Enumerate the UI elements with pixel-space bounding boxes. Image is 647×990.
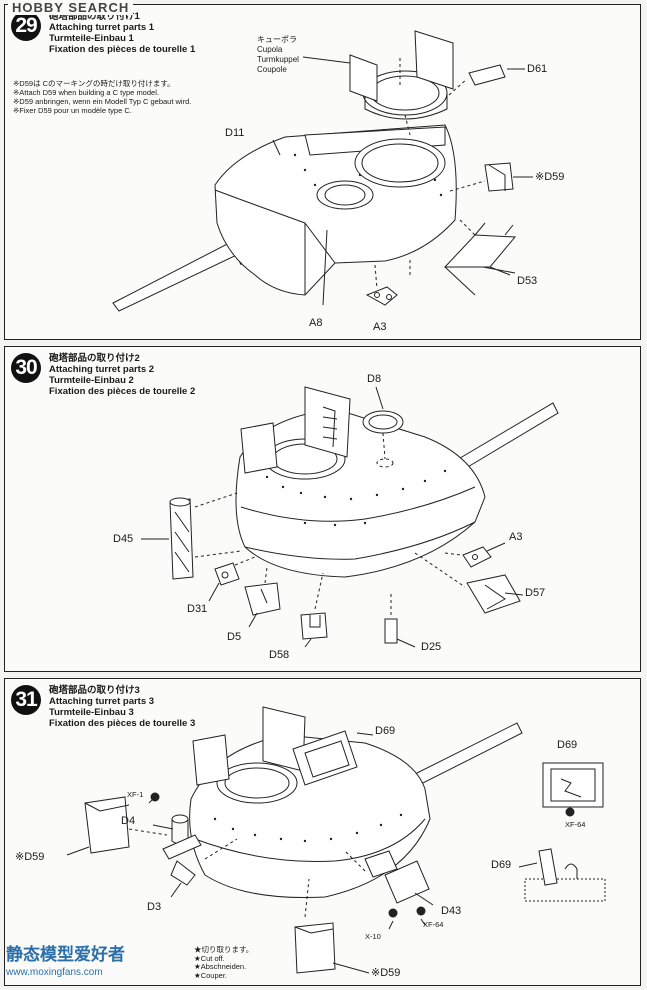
step-29-diagram	[5, 5, 642, 341]
part-label-d31: D31	[187, 603, 208, 615]
part-label-d69-detail: D69	[557, 739, 578, 751]
step-29-title-de: Turmteile-Einbau 1	[49, 33, 134, 44]
step-30-titles: 砲塔部品の取り付け2 Attaching turret parts 2 Turm…	[49, 353, 195, 397]
cupola-label-jp: キューポラ	[257, 35, 297, 44]
step-30-title-en: Attaching turret parts 2	[49, 364, 155, 375]
hobby-search-logo: HOBBY SEARCH	[8, 0, 134, 15]
step-31-title-en: Attaching turret parts 3	[49, 696, 155, 707]
cupola-label-en: Cupola	[257, 45, 283, 54]
step-29-titles: 砲塔部品の取り付け1 Attaching turret parts 1 Turm…	[49, 11, 195, 55]
part-label-d4: D4	[121, 815, 136, 827]
paint-label-xf1: XF-1	[127, 790, 144, 799]
part-label-d61: D61	[527, 63, 548, 75]
cut-note-fr: ★Couper.	[194, 970, 227, 980]
cupola-label-de: Turmkuppel	[257, 55, 299, 64]
note-line-jp: ※D59は Cのマーキングの時だけ取り付けます。	[13, 79, 175, 88]
step-29-title-jp: 砲塔部品の取り付け1	[49, 11, 140, 22]
note-line-de: ※D59 anbringen, wenn ein Modell Typ C ge…	[13, 97, 192, 106]
step-29-note: ※D59は Cのマーキングの時だけ取り付けます。 ※Attach D59 whe…	[13, 79, 191, 115]
step-31-title-jp: 砲塔部品の取り付け3	[49, 685, 140, 696]
step-31-title-fr: Fixation des pièces de tourelle 3	[49, 718, 196, 729]
step-number-31: 31	[11, 685, 41, 715]
part-label-d57: D57	[525, 587, 546, 599]
part-label-d59-bottom: ※D59	[371, 967, 401, 979]
step-30-diagram	[5, 347, 642, 673]
step-30-title-jp: 砲塔部品の取り付け2	[49, 353, 140, 364]
paint-label-xf64-detail: XF-64	[565, 820, 586, 829]
cut-note-de: ★Abschneiden.	[194, 962, 247, 971]
part-label-d59: ※D59	[535, 171, 565, 183]
step-29-panel: 29 砲塔部品の取り付け1 Attaching turret parts 1 T…	[4, 4, 641, 340]
note-line-en: ※Attach D59 when building a C type model…	[13, 88, 159, 97]
part-label-d69: D69	[375, 725, 396, 737]
watermark-text: 静态模型爱好者	[6, 945, 125, 965]
part-label-d58: D58	[269, 649, 290, 661]
part-label-d43: D43	[441, 905, 462, 917]
part-label-a8: A8	[309, 317, 323, 329]
part-label-d25: D25	[421, 641, 442, 653]
note-line-fr: ※Fixer D59 pour un modèle type C.	[13, 106, 132, 115]
step-29-title-en: Attaching turret parts 1	[49, 22, 155, 33]
step-29-title-fr: Fixation des pièces de tourelle 1	[49, 44, 196, 55]
cupola-label-fr: Coupole	[257, 65, 287, 74]
part-label-d5: D5	[227, 631, 242, 643]
part-label-d11: D11	[225, 127, 245, 139]
part-label-d59-left: ※D59	[15, 851, 45, 863]
step-31-diagram	[5, 679, 642, 987]
cut-note-en: ★Cut off.	[194, 953, 225, 963]
part-label-d45: D45	[113, 533, 134, 545]
step-30-title-de: Turmteile-Einbau 2	[49, 375, 134, 386]
step-number-30: 30	[11, 353, 41, 383]
cut-note-jp: ★切り取ります。	[194, 945, 254, 954]
paint-label-x10: X-10	[365, 932, 381, 941]
step-30-title-fr: Fixation des pièces de tourelle 2	[49, 386, 196, 397]
part-label-d69-side: D69	[491, 859, 512, 871]
step-31-panel: 31 砲塔部品の取り付け3 Attaching turret parts 3 T…	[4, 678, 641, 986]
step-number-29: 29	[11, 11, 41, 41]
step-31-titles: 砲塔部品の取り付け3 Attaching turret parts 3 Turm…	[49, 685, 195, 729]
part-label-d8: D8	[367, 373, 382, 385]
cut-off-note: ★切り取ります。 ★Cut off. ★Abschneiden. ★Couper…	[194, 945, 254, 980]
watermark-url: www.moxingfans.com	[6, 967, 103, 978]
paint-label-xf64: XF-64	[423, 920, 444, 929]
part-label-d53: D53	[517, 275, 538, 287]
part-label-a3-2: A3	[509, 531, 523, 543]
site-watermark: 静态模型爱好者 www.moxingfans.com	[6, 946, 166, 982]
step-31-title-de: Turmteile-Einbau 3	[49, 707, 134, 718]
step-30-panel: 30 砲塔部品の取り付け2 Attaching turret parts 2 T…	[4, 346, 641, 672]
part-label-d3: D3	[147, 901, 162, 913]
part-label-a3: A3	[373, 321, 387, 333]
